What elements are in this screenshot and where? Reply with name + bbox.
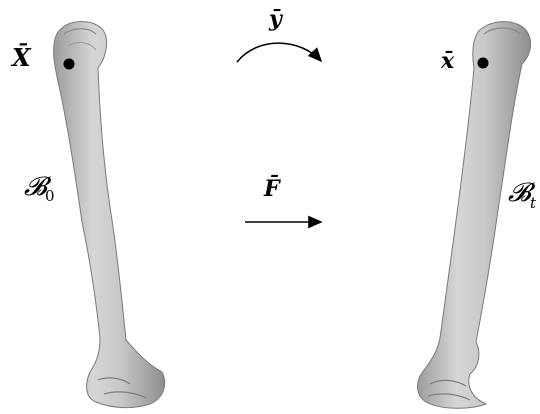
current-point-dot	[478, 58, 489, 69]
bone-deformed-icon	[418, 22, 531, 409]
bone-reference-icon	[54, 22, 165, 408]
current-body-subscript: t	[530, 194, 537, 212]
reference-body-subscript: 0	[45, 187, 55, 205]
reference-point-label: X̄	[10, 43, 32, 72]
gradient-label: F̄	[263, 174, 281, 202]
reference-point-dot	[64, 59, 75, 70]
current-point-label: x̄	[440, 48, 455, 74]
map-label: ȳ	[268, 6, 284, 32]
curved-arrow-icon	[237, 43, 321, 62]
